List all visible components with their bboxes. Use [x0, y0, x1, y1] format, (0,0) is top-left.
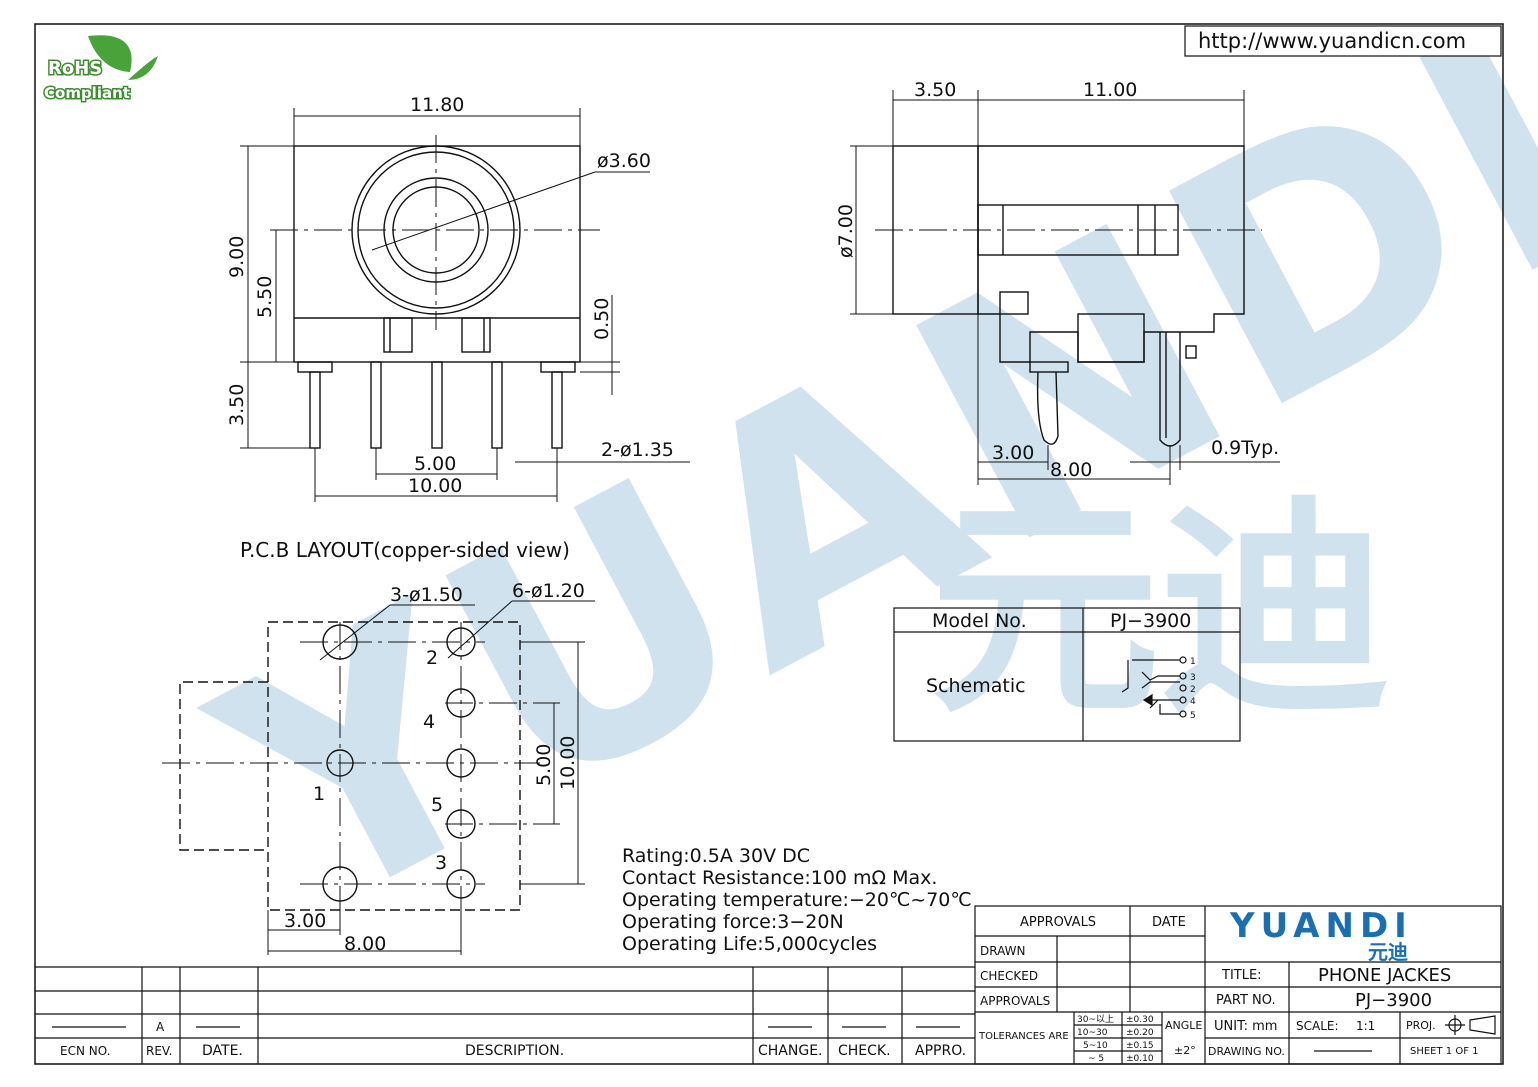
dim-pin-dia: 2-ø1.35 — [601, 439, 674, 461]
dim-pitch-5: 5.00 — [414, 453, 456, 475]
tol-range-2: 10~30 — [1077, 1028, 1108, 1038]
dim-jack-dia: ø3.60 — [597, 150, 651, 172]
front-view-dims: 11.80 ø3.60 9.00 5.50 3.50 0.50 2-ø1.35 … — [226, 94, 674, 497]
proj-label: PROJ. — [1406, 1019, 1436, 1032]
specs-block: Rating:0.5A 30V DC Contact Resistance:10… — [622, 845, 972, 955]
date-col-header: DATE — [1152, 915, 1186, 930]
pcb-layout — [162, 600, 595, 955]
spec-resistance: Contact Resistance:100 mΩ Max. — [622, 867, 937, 889]
company-logo-cn: 元迪 — [1368, 940, 1408, 964]
approvals-label: APPROVALS — [980, 994, 1050, 1008]
scale-value: 1:1 — [1356, 1019, 1375, 1033]
schematic-label: Schematic — [926, 675, 1026, 697]
schematic-pin-3: 3 — [1190, 673, 1196, 683]
dim-hole-big: 3-ø1.50 — [390, 584, 463, 606]
pcb-pin-label-3: 3 — [435, 852, 447, 874]
outer-border — [34, 23, 1504, 1065]
dim-top-gap: 0.50 — [591, 298, 613, 340]
dim-height: 9.00 — [226, 236, 248, 278]
leaf-icon — [88, 35, 132, 72]
tol-range-4: ~ 5 — [1088, 1054, 1104, 1064]
tol-range-1: 30~以上 — [1077, 1014, 1114, 1025]
watermark: YUANDI 元迪 — [164, 0, 1538, 990]
side-view-dims: 3.50 11.00 ø7.00 3.00 8.00 0.9Typ. — [835, 79, 1279, 481]
schematic-pin-1: 1 — [1190, 657, 1196, 667]
rohs-text: RoHS — [48, 58, 102, 79]
scale-label: SCALE: — [1296, 1019, 1339, 1033]
model-label: Model No. — [932, 610, 1027, 632]
dim-hole-small: 6-ø1.20 — [512, 580, 585, 602]
pcb-pin-label-5: 5 — [431, 794, 443, 816]
pcb-pin-label-2: 2 — [426, 647, 438, 669]
spec-force: Operating force:3−20N — [622, 911, 844, 933]
dim-pin-thk: 0.9Typ. — [1211, 437, 1279, 459]
change-header: CHANGE. — [758, 1043, 823, 1059]
sheet-label: SHEET 1 OF 1 — [1410, 1046, 1479, 1057]
check-header: CHECK. — [838, 1043, 891, 1059]
pcb-title: P.C.B LAYOUT(copper-sided view) — [240, 538, 570, 562]
url-text: http://www.yuandicn.com — [1198, 29, 1466, 53]
url-box — [1184, 25, 1502, 57]
revision-block-text: A ECN NO. REV. DATE. DESCRIPTION. CHANGE… — [60, 1020, 966, 1059]
appro-header: APPRO. — [915, 1043, 966, 1059]
rohs-badge: RoHS Compliant — [43, 35, 158, 104]
title-block — [974, 905, 1502, 1065]
rev-header: REV. — [146, 1044, 172, 1058]
tol-value-2: ±0.20 — [1126, 1028, 1154, 1038]
tol-value-3: ±0.15 — [1126, 1041, 1154, 1051]
title-block-text: APPROVALS DATE DRAWN CHECKED APPROVALS Y… — [978, 906, 1479, 1064]
side-view — [850, 90, 1280, 485]
schematic-pin-5: 5 — [1190, 711, 1196, 721]
tol-range-3: 5~10 — [1083, 1041, 1108, 1051]
revision-block — [35, 966, 975, 1064]
spec-temperature: Operating temperature:−20℃~70℃ — [622, 889, 972, 911]
drawing-no-label: DRAWING NO. — [1208, 1045, 1285, 1058]
dim-pin-800: 8.00 — [1050, 459, 1092, 481]
pcb-labels: 3-ø1.50 6-ø1.20 2 4 1 5 3 5.00 10.00 3.0… — [284, 580, 585, 955]
drawn-label: DRAWN — [980, 944, 1026, 958]
schematic-pin-4: 4 — [1190, 697, 1196, 707]
rev-value: A — [156, 1020, 165, 1034]
angle-label: ANGLE — [1165, 1019, 1202, 1032]
pcb-pin-label-4: 4 — [423, 711, 435, 733]
ecn-header: ECN NO. — [60, 1044, 111, 1058]
dim-pitch-10: 10.00 — [408, 475, 462, 497]
dim-center-height: 5.50 — [254, 276, 276, 318]
dim-front-len: 3.50 — [914, 79, 956, 101]
date-header: DATE. — [202, 1043, 243, 1059]
dim-pcb-300: 3.00 — [284, 910, 326, 932]
dim-body-len: 11.00 — [1083, 79, 1137, 101]
approvals-header: APPROVALS — [1020, 915, 1096, 930]
dim-width: 11.80 — [410, 94, 464, 116]
tol-value-1: ±0.30 — [1126, 1015, 1154, 1025]
dim-pcb-1000: 10.00 — [557, 736, 579, 790]
dim-pcb-500: 5.00 — [533, 744, 555, 786]
title-value: PHONE JACKES — [1318, 965, 1451, 986]
spec-life: Operating Life:5,000cycles — [622, 933, 877, 955]
angle-value: ±2° — [1174, 1044, 1196, 1057]
model-table-text: Model No. PJ−3900 Schematic 1 3 2 4 5 — [926, 610, 1196, 721]
front-view — [240, 108, 690, 502]
dim-pcb-800: 8.00 — [344, 933, 386, 955]
tol-value-4: ±0.10 — [1126, 1054, 1154, 1064]
pcb-pin-label-1: 1 — [313, 783, 325, 805]
company-logo: YUANDI — [1229, 906, 1413, 946]
model-value: PJ−3900 — [1110, 610, 1191, 632]
title-label: TITLE: — [1221, 968, 1262, 983]
unit-label: UNIT: mm — [1214, 1019, 1277, 1034]
description-header: DESCRIPTION. — [465, 1043, 564, 1059]
spec-rating: Rating:0.5A 30V DC — [622, 845, 810, 867]
part-label: PART NO. — [1216, 993, 1276, 1008]
dim-body-dia: ø7.00 — [835, 204, 857, 258]
dim-pin-length: 3.50 — [226, 384, 248, 426]
dim-pin-300: 3.00 — [992, 442, 1034, 464]
checked-label: CHECKED — [980, 969, 1038, 983]
part-value: PJ−3900 — [1355, 990, 1432, 1011]
schematic-pin-2: 2 — [1190, 685, 1196, 695]
model-table — [893, 607, 1241, 742]
tolerances-label: TOLERANCES ARE — [978, 1031, 1069, 1042]
compliant-text: Compliant — [44, 84, 130, 102]
